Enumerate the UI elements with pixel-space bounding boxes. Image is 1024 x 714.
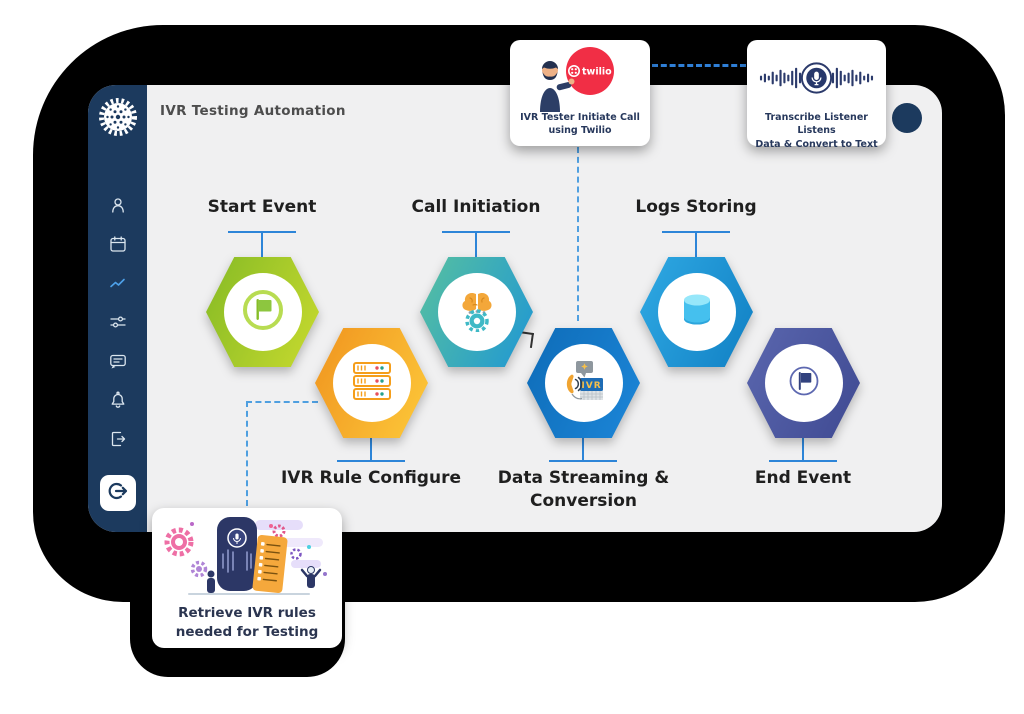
transcribe-callout-card[interactable]: Transcribe Listener Listens Data & Conve… — [747, 40, 886, 150]
label-data-streaming: Data Streaming & Conversion — [497, 468, 670, 511]
sidebar-menu — [108, 195, 128, 449]
connector-line — [475, 232, 477, 257]
connector-line — [695, 232, 697, 257]
step-ivr-rule-configure[interactable] — [315, 328, 428, 438]
step-icon-circle — [437, 273, 516, 351]
flag-icon — [241, 288, 285, 336]
sliders-icon[interactable] — [108, 312, 128, 332]
twilio-callout-card[interactable]: twilio IVR Tester Initiate Call using Tw… — [510, 40, 650, 146]
connector-line — [802, 438, 804, 460]
calendar-icon[interactable] — [108, 234, 128, 254]
step-icon-circle: IVR — [544, 344, 623, 422]
waveform-mic-icon — [758, 53, 875, 107]
user-icon[interactable] — [108, 195, 128, 215]
flag-icon — [784, 361, 824, 405]
brain-gear-icon — [455, 288, 499, 336]
transcribe-card-caption: Transcribe Listener Listens Data & Conve… — [755, 112, 878, 150]
analytics-icon[interactable] — [108, 273, 128, 293]
sidebar — [88, 85, 147, 532]
retrieve-rules-illustration — [159, 514, 335, 604]
connector-line — [337, 460, 405, 462]
step-icon-circle — [764, 344, 843, 422]
svg-text:twilio: twilio — [582, 67, 612, 78]
retrieve-callout-card[interactable]: Retrieve IVR rules needed for Testing — [152, 508, 342, 648]
dashed-link-configure-to-retrieve — [246, 401, 248, 506]
label-start-event: Start Event — [207, 197, 317, 217]
step-data-streaming[interactable]: IVR — [527, 328, 640, 438]
label-end-event: End Event — [754, 468, 852, 488]
logout-button[interactable] — [99, 475, 136, 511]
server-icon — [350, 359, 394, 407]
connector-line — [370, 438, 372, 460]
chat-icon[interactable] — [108, 351, 128, 371]
step-end-event[interactable] — [747, 328, 860, 438]
dashed-link-configure-h — [246, 401, 318, 403]
dashed-link-twilio-to-data — [577, 147, 579, 321]
exit-icon[interactable] — [108, 429, 128, 449]
database-icon — [675, 288, 719, 336]
twilio-card-caption: IVR Tester Initiate Call using Twilio — [520, 112, 640, 137]
label-call-initiation: Call Initiation — [411, 197, 541, 217]
connector-line — [582, 438, 584, 460]
connector-line — [261, 232, 263, 257]
label-ivr-rule-configure: IVR Rule Configure — [280, 468, 461, 488]
svg-text:IVR: IVR — [581, 381, 601, 391]
step-logs-storing[interactable] — [640, 257, 753, 367]
step-icon-circle — [223, 273, 302, 351]
notification-icon[interactable] — [108, 390, 128, 410]
connector-line — [549, 460, 617, 462]
app-logo-gear-icon — [97, 96, 139, 142]
logout-icon — [107, 480, 129, 506]
page-title: IVR Testing Automation — [160, 103, 346, 119]
step-start-event[interactable] — [206, 257, 319, 367]
step-icon-circle — [657, 273, 736, 351]
label-logs-storing: Logs Storing — [635, 197, 757, 217]
tester-person-illustration — [530, 54, 576, 116]
step-call-initiation[interactable] — [420, 257, 533, 367]
retrieve-card-caption: Retrieve IVR rules needed for Testing — [175, 605, 319, 640]
avatar[interactable] — [892, 103, 922, 133]
ivr-phone-icon: IVR — [561, 358, 607, 408]
step-icon-circle — [332, 344, 411, 422]
connector-line — [769, 460, 837, 462]
twilio-logo: twilio — [566, 47, 614, 95]
dashed-link-cards — [652, 64, 746, 67]
